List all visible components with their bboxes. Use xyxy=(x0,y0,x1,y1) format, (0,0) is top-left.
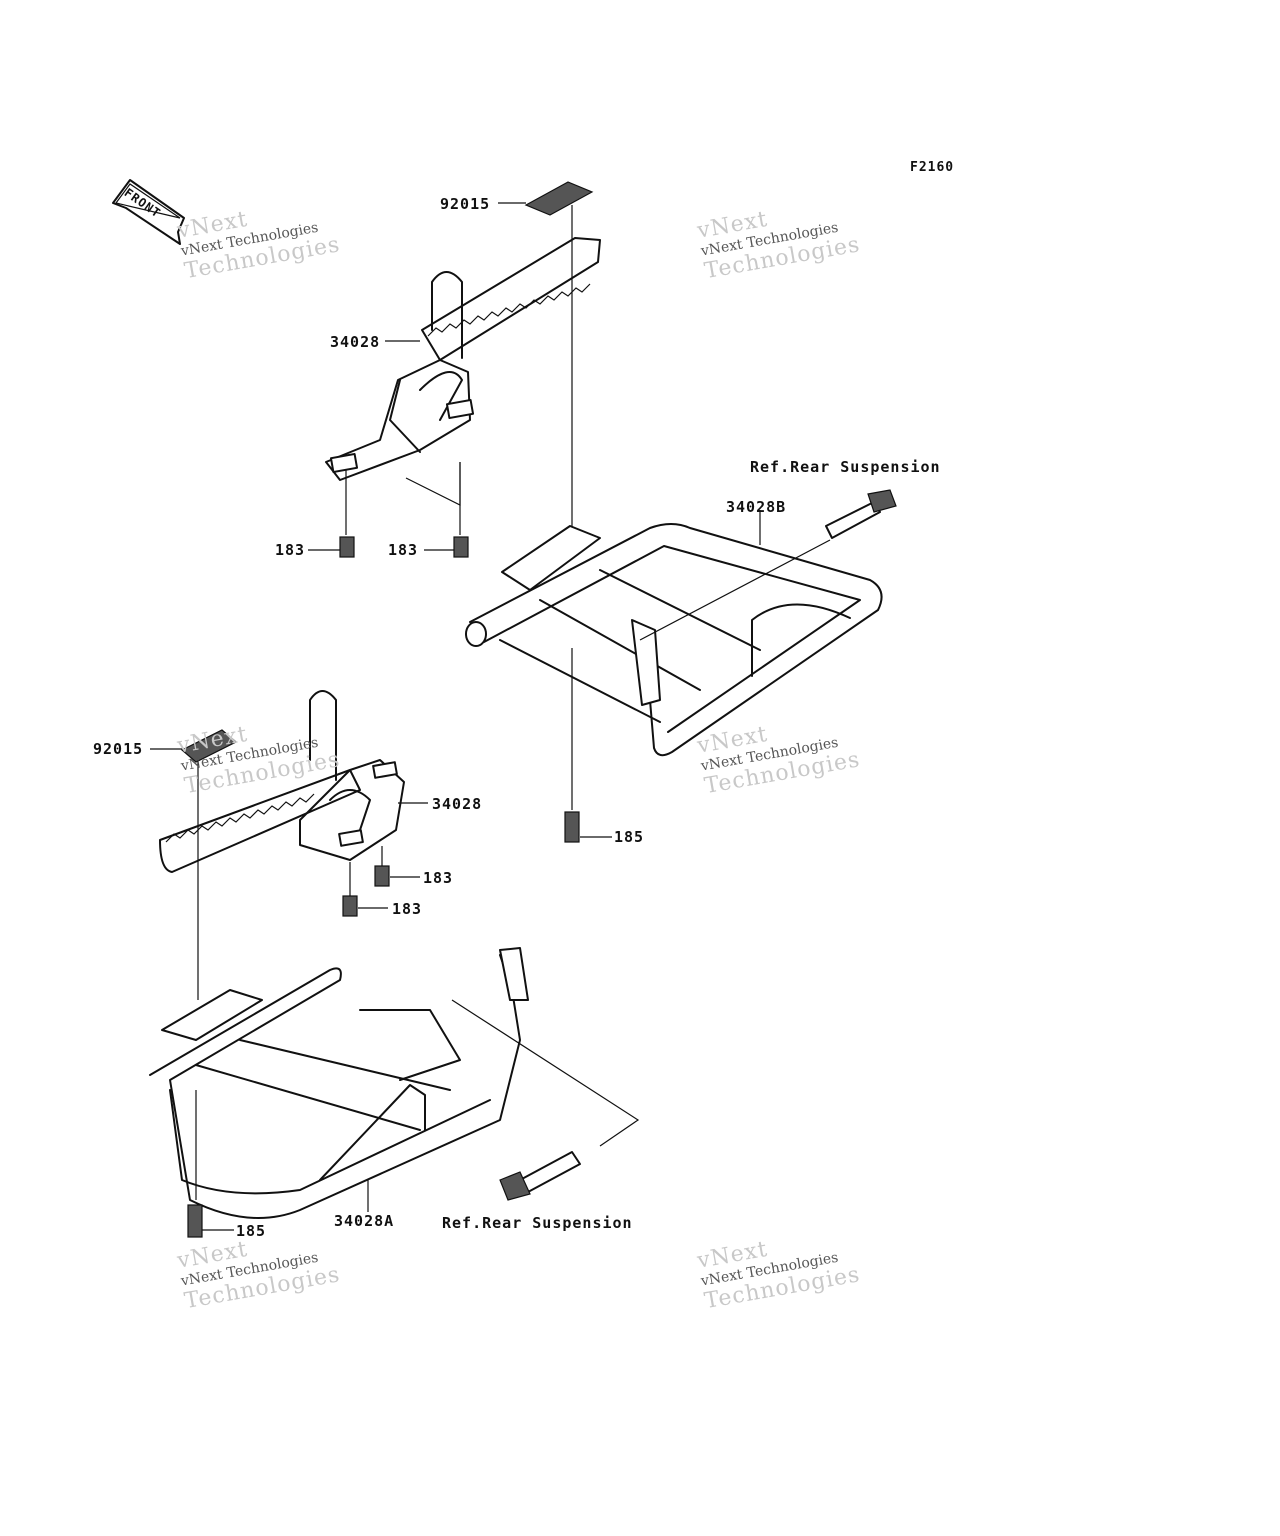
callout-183-lower-1: 183 xyxy=(423,869,454,887)
figure-code: F2160 xyxy=(910,160,955,175)
callout-183-lower-2: 183 xyxy=(392,900,423,918)
footrest-lower xyxy=(159,690,428,873)
callout-183-upper-right: 183 xyxy=(388,541,419,559)
pad-92015-lower xyxy=(150,729,238,763)
nut-183-lower-1 xyxy=(374,865,420,887)
bolt-185-left xyxy=(187,1204,234,1238)
footrest-upper xyxy=(325,237,601,481)
callout-ref-rear-suspension-lower: Ref.Rear Suspension xyxy=(442,1214,633,1232)
guard-frame-34028b xyxy=(465,510,883,757)
callout-92015-lower: 92015 xyxy=(93,740,144,758)
front-arrow-icon xyxy=(112,179,185,245)
callout-34028-upper: 34028 xyxy=(330,333,381,351)
guard-frame-34028a xyxy=(149,947,640,1219)
nut-183-upper-right xyxy=(424,536,469,558)
bolt-ref-rear-upper xyxy=(825,489,897,539)
callout-92015-upper: 92015 xyxy=(440,195,491,213)
callout-34028-lower: 34028 xyxy=(432,795,483,813)
callout-ref-rear-suspension-upper: Ref.Rear Suspension xyxy=(750,458,941,476)
bolt-185-right xyxy=(564,811,612,843)
callout-34028b: 34028B xyxy=(726,498,787,516)
nut-183-lower-2 xyxy=(342,895,388,917)
callout-183-upper-left: 183 xyxy=(275,541,306,559)
callout-34028a: 34028A xyxy=(334,1212,395,1230)
callout-185-right: 185 xyxy=(614,828,645,846)
pad-92015-upper xyxy=(498,181,594,216)
bolt-ref-rear-lower xyxy=(499,1151,581,1201)
callout-185-left: 185 xyxy=(236,1222,267,1240)
nut-183-upper-left xyxy=(308,536,355,558)
